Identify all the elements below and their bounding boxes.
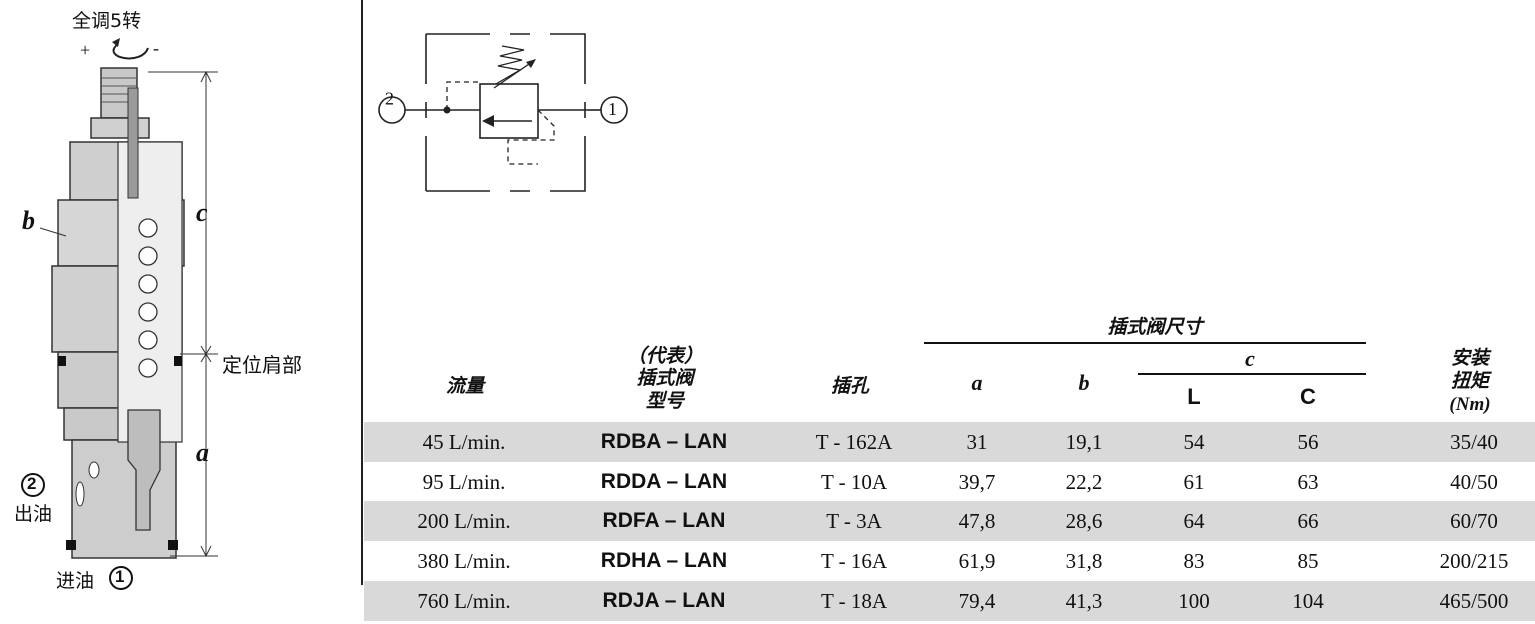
- torque-cell: 40/50: [1450, 470, 1498, 494]
- port2-outlet-label: 出油: [14, 503, 53, 525]
- hydraulic-schematic: 2 1: [370, 26, 640, 196]
- torque-header-line2: 扭矩: [1450, 370, 1489, 392]
- C-column-header: C: [1300, 384, 1316, 409]
- L-cell: 100: [1178, 589, 1210, 613]
- C-cell: 104: [1292, 589, 1324, 613]
- model-cell: RDJA – LAN: [602, 589, 726, 612]
- b-cell: 22,2: [1065, 470, 1103, 494]
- model-cell: RDHA – LAN: [600, 549, 728, 572]
- torque-cell: 465/500: [1439, 589, 1509, 613]
- C-cell: 56: [1297, 430, 1319, 454]
- a-cell: 31: [966, 430, 988, 454]
- cavity-cell: T - 18A: [820, 589, 888, 613]
- flow-header: 流量: [445, 375, 484, 397]
- table-row: 380 L/min. RDHA – LAN T - 16A 61,9 31,8 …: [364, 541, 1535, 581]
- torque-cell: 200/215: [1439, 549, 1509, 573]
- b-cell: 28,6: [1065, 509, 1103, 533]
- L-cell: 83: [1183, 549, 1205, 573]
- flow-cell: 45 L/min.: [422, 430, 506, 454]
- model-header-line1: （代表）: [626, 345, 703, 367]
- L-column-header: L: [1187, 384, 1201, 409]
- model-cell: RDBA – LAN: [600, 430, 728, 453]
- a-column-header: a: [971, 370, 983, 395]
- cavity-header: 插孔: [830, 375, 869, 397]
- adjust-turns-label: 全调5转: [72, 10, 142, 32]
- table-row: 95 L/min. RDDA – LAN T - 10A 39,7 22,2 6…: [364, 462, 1535, 502]
- model-cell: RDFA – LAN: [602, 509, 726, 532]
- schematic-port2-icon: [378, 96, 406, 124]
- panel-divider: [361, 0, 363, 585]
- minus-sign: -: [153, 38, 159, 58]
- table-row: 760 L/min. RDJA – LAN T - 18A 79,4 41,3 …: [364, 581, 1535, 621]
- plus-sign: +: [80, 40, 91, 60]
- flow-cell: 380 L/min.: [417, 549, 511, 573]
- table-row: 45 L/min. RDBA – LAN T - 162A 31 19,1 54…: [364, 422, 1535, 462]
- port1-number: 1: [115, 567, 125, 586]
- schematic-port2-number: 2: [385, 88, 394, 109]
- dimension-a-label: a: [196, 438, 209, 467]
- L-cell: 54: [1183, 430, 1205, 454]
- schematic-port1-number: 1: [608, 99, 617, 119]
- model-cell: RDDA – LAN: [600, 470, 728, 493]
- cartridge-drawing: 全调5转 + - b c 定位肩部 a 2 出油 进油 1: [0, 0, 360, 624]
- port1-circle-icon: [109, 566, 133, 590]
- flow-cell: 200 L/min.: [417, 509, 511, 533]
- cavity-cell: T - 10A: [820, 470, 888, 494]
- flow-cell: 95 L/min.: [422, 470, 506, 494]
- cavity-cell: T - 3A: [826, 509, 882, 533]
- L-cell: 61: [1183, 470, 1205, 494]
- b-cell: 31,8: [1065, 549, 1103, 573]
- model-header-line2: 插式阀: [636, 367, 694, 389]
- b-cell: 41,3: [1065, 589, 1103, 613]
- port2-circle-icon: [21, 473, 45, 497]
- flow-cell: 760 L/min.: [417, 589, 511, 613]
- b-column-header: b: [1078, 370, 1090, 395]
- cartridge-section-illustration: [21, 38, 218, 590]
- C-cell: 63: [1297, 470, 1319, 494]
- model-header-line3: 型号: [645, 390, 684, 412]
- a-cell: 79,4: [958, 589, 996, 613]
- C-cell: 85: [1297, 549, 1319, 573]
- torque-cell: 60/70: [1450, 509, 1498, 533]
- c-column-header: c: [1245, 346, 1255, 371]
- cavity-cell: T - 16A: [820, 549, 888, 573]
- c-header-rule: [1138, 373, 1366, 375]
- cartridge-dimensions-group-header: 插式阀尺寸: [1107, 316, 1203, 338]
- port1-inlet-label: 进油: [56, 570, 95, 592]
- rotate-arrow-icon: [112, 43, 149, 60]
- L-cell: 64: [1183, 509, 1205, 533]
- a-cell: 47,8: [958, 509, 996, 533]
- torque-header-line3: (Nm): [1449, 394, 1491, 415]
- relief-valve-symbol: [378, 33, 628, 192]
- group-header-rule: [924, 342, 1366, 344]
- cavity-cell: T - 162A: [815, 430, 893, 454]
- dimension-c-label: c: [196, 198, 208, 227]
- a-cell: 39,7: [958, 470, 996, 494]
- C-cell: 66: [1297, 509, 1319, 533]
- a-cell: 61,9: [958, 549, 996, 573]
- locating-shoulder-label: 定位肩部: [222, 353, 302, 377]
- b-cell: 19,1: [1065, 430, 1103, 454]
- torque-header-line1: 安装: [1450, 347, 1489, 369]
- table-row: 200 L/min. RDFA – LAN T - 3A 47,8 28,6 6…: [364, 501, 1535, 541]
- torque-cell: 35/40: [1450, 430, 1498, 454]
- dimension-b-label: b: [22, 206, 35, 235]
- port2-number: 2: [27, 474, 37, 493]
